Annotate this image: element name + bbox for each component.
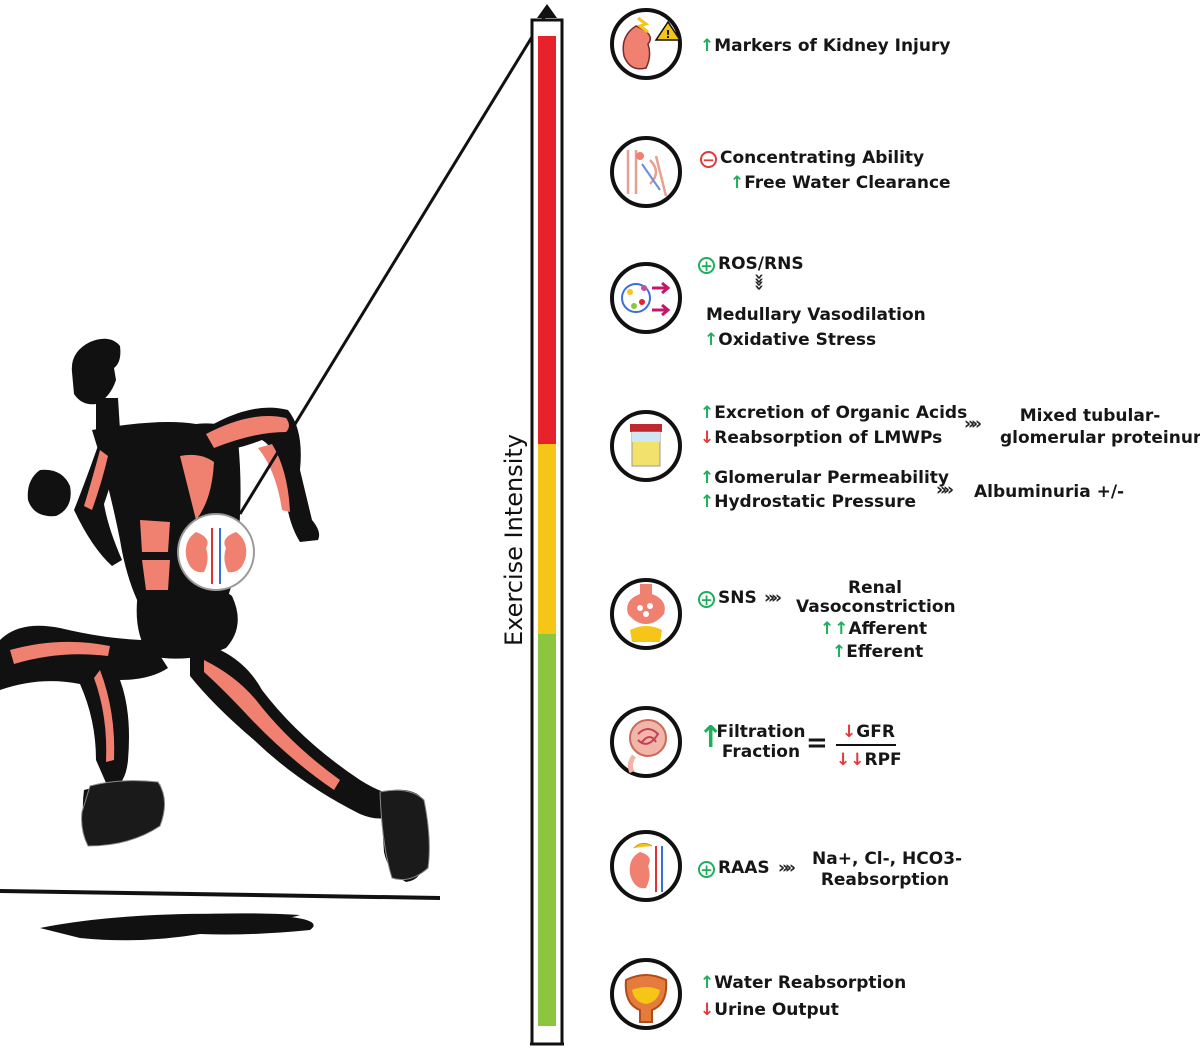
runner-figure bbox=[0, 338, 430, 882]
raas-text: +RAAS bbox=[698, 858, 770, 878]
gfr-text: ↓GFR bbox=[842, 722, 895, 742]
arrow-up-icon: ↑ bbox=[700, 36, 715, 56]
urine-sample-icon bbox=[610, 410, 682, 482]
proteinuria-result-1: Mixed tubular- bbox=[1019, 406, 1161, 426]
afferent-text: ↑↑Afferent bbox=[820, 619, 928, 639]
intensity-high-segment bbox=[538, 36, 556, 444]
bladder-icon bbox=[610, 958, 682, 1030]
plus-icon: + bbox=[698, 257, 715, 274]
rpf-text: ↓↓RPF bbox=[836, 750, 902, 770]
oxidative-stress-text: ↑Oxidative Stress bbox=[704, 330, 877, 350]
fraction-line bbox=[836, 744, 896, 746]
chevrons-right-icon: »» bbox=[764, 588, 782, 608]
adrenal-kidney-icon bbox=[610, 830, 682, 902]
chevrons-right-icon: »» bbox=[964, 414, 982, 434]
efferent-text: ↑Efferent bbox=[832, 642, 924, 662]
arrow-up-icon: ↑ bbox=[700, 403, 715, 423]
arrow-up-icon: ↑ bbox=[730, 173, 745, 193]
intensity-bar bbox=[530, 4, 564, 1046]
vasoconstriction-text: Vasoconstriction bbox=[796, 597, 956, 617]
water-reabsorption-text: ↑Water Reabsorption bbox=[700, 973, 907, 993]
free-water-text: ↑Free Water Clearance bbox=[730, 173, 951, 193]
nephron-icon bbox=[610, 136, 682, 208]
arrow-down-icon: ↓ bbox=[842, 722, 857, 742]
hydrostatic-text: ↑Hydrostatic Pressure bbox=[700, 492, 917, 512]
kidney-injury-text: ↑Markers of Kidney Injury bbox=[700, 36, 951, 56]
chevrons-right-icon: »» bbox=[936, 480, 954, 500]
arrow-up-icon bbox=[537, 4, 557, 18]
arrow-up-icon: ↑ bbox=[832, 642, 847, 662]
arrow-down-icon: ↓ bbox=[700, 428, 715, 448]
connector-line bbox=[238, 13, 548, 515]
plus-icon: + bbox=[698, 861, 715, 878]
organic-acids-text: ↑Excretion of Organic Acids bbox=[700, 403, 968, 423]
glomerulus-icon bbox=[610, 706, 682, 778]
intensity-low-segment bbox=[538, 634, 556, 1026]
renal-text: Renal bbox=[847, 578, 903, 598]
albuminuria-text: Albuminuria +/- bbox=[974, 482, 1125, 502]
chevrons-right-icon: »» bbox=[778, 858, 796, 878]
synapse-icon bbox=[610, 578, 682, 650]
glomerular-permeability-text: ↑Glomerular Permeability bbox=[700, 468, 949, 488]
proteinuria-result-2: glomerular proteinuria bbox=[1000, 428, 1200, 448]
muscle-highlights bbox=[10, 416, 411, 860]
chevrons-down-icon: »» bbox=[748, 273, 769, 287]
plus-icon: + bbox=[698, 591, 715, 608]
intensity-moderate-segment bbox=[538, 444, 556, 634]
sns-text: +SNS bbox=[698, 588, 757, 608]
arrow-up-icon: ↑ bbox=[700, 468, 715, 488]
arrow-up-icon: ↑ bbox=[700, 973, 715, 993]
reabsorption-text: Reabsorption bbox=[820, 870, 950, 890]
arrow-up-large-icon: ↑ bbox=[698, 720, 724, 755]
kidney-pair-icon bbox=[177, 513, 255, 591]
fraction-text: Fraction bbox=[721, 742, 801, 762]
lmwp-text: ↓Reabsorption of LMWPs bbox=[700, 428, 943, 448]
ions-text: Na+, Cl-, HCO3- bbox=[812, 849, 963, 869]
svg-text:!: ! bbox=[665, 28, 670, 41]
medullary-text: Medullary Vasodilation bbox=[706, 305, 926, 325]
arrow-up-icon: ↑↑ bbox=[820, 619, 849, 639]
ground-shadow bbox=[0, 889, 441, 941]
ros-text: +ROS/RNS bbox=[698, 254, 804, 274]
equals-sign: = bbox=[806, 728, 828, 758]
urine-output-text: ↓Urine Output bbox=[700, 1000, 839, 1020]
arrow-up-icon: ↑ bbox=[704, 330, 719, 350]
kidney-warning-icon: ! bbox=[610, 8, 682, 80]
oxidative-stress-icon bbox=[610, 262, 682, 334]
arrow-up-icon: ↑ bbox=[700, 492, 715, 512]
arrow-down-icon: ↓↓ bbox=[836, 750, 865, 770]
axis-label: Exercise Intensity bbox=[500, 434, 528, 646]
concentrating-text: −Concentrating Ability bbox=[700, 148, 924, 168]
minus-icon: − bbox=[700, 151, 717, 168]
filtration-text: Filtration bbox=[716, 722, 806, 742]
arrow-down-icon: ↓ bbox=[700, 1000, 715, 1020]
